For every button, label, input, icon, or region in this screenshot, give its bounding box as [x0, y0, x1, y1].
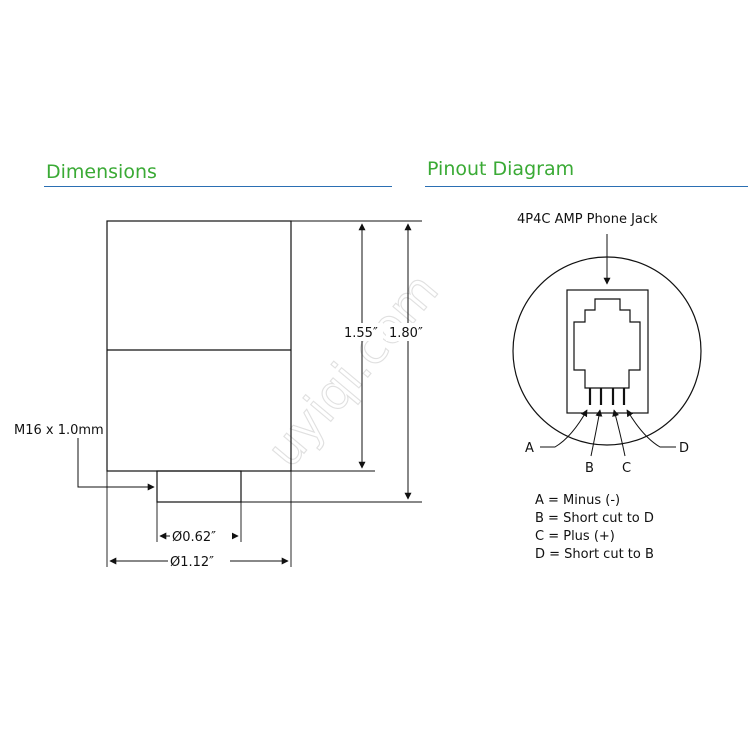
legend-pin-a: A = Minus (-)	[535, 493, 620, 508]
pin-b-leader	[590, 409, 603, 457]
jack-type-label: 4P4C AMP Phone Jack	[517, 212, 658, 227]
dimension-drawing	[77, 220, 422, 567]
jack-outline	[566, 289, 649, 414]
legend-pin-b: B = Short cut to D	[535, 511, 654, 526]
dimensions-heading: Dimensions	[46, 161, 157, 183]
pin-c-leader	[612, 409, 626, 457]
pinout-drawing	[512, 234, 702, 457]
pin-d-label: D	[679, 441, 689, 456]
thread-size-label: M16 x 1.0mm	[14, 423, 104, 438]
dimensions-heading-rule	[44, 186, 392, 187]
total-height-label: 1.80″	[389, 326, 423, 341]
small-diameter-label: Ø0.62″	[172, 530, 216, 545]
connector-face-circle	[512, 256, 702, 446]
large-diameter-label: Ø1.12″	[170, 555, 214, 570]
body-height-label: 1.55″	[344, 326, 378, 341]
legend-pin-d: D = Short cut to B	[535, 547, 654, 562]
pin-c-label: C	[622, 461, 631, 476]
pin-b-label: B	[585, 461, 594, 476]
legend-pin-c: C = Plus (+)	[535, 529, 615, 544]
watermark: uyiqi.com	[256, 263, 449, 478]
pinout-heading: Pinout Diagram	[427, 158, 575, 180]
thread-leader-line	[77, 438, 155, 491]
jack-socket	[573, 298, 641, 389]
pin-d-leader	[626, 409, 676, 448]
pinout-heading-rule	[425, 186, 748, 187]
pin-a-leader	[540, 409, 588, 448]
pin-a-label: A	[525, 441, 534, 456]
threaded-neck	[156, 470, 242, 503]
